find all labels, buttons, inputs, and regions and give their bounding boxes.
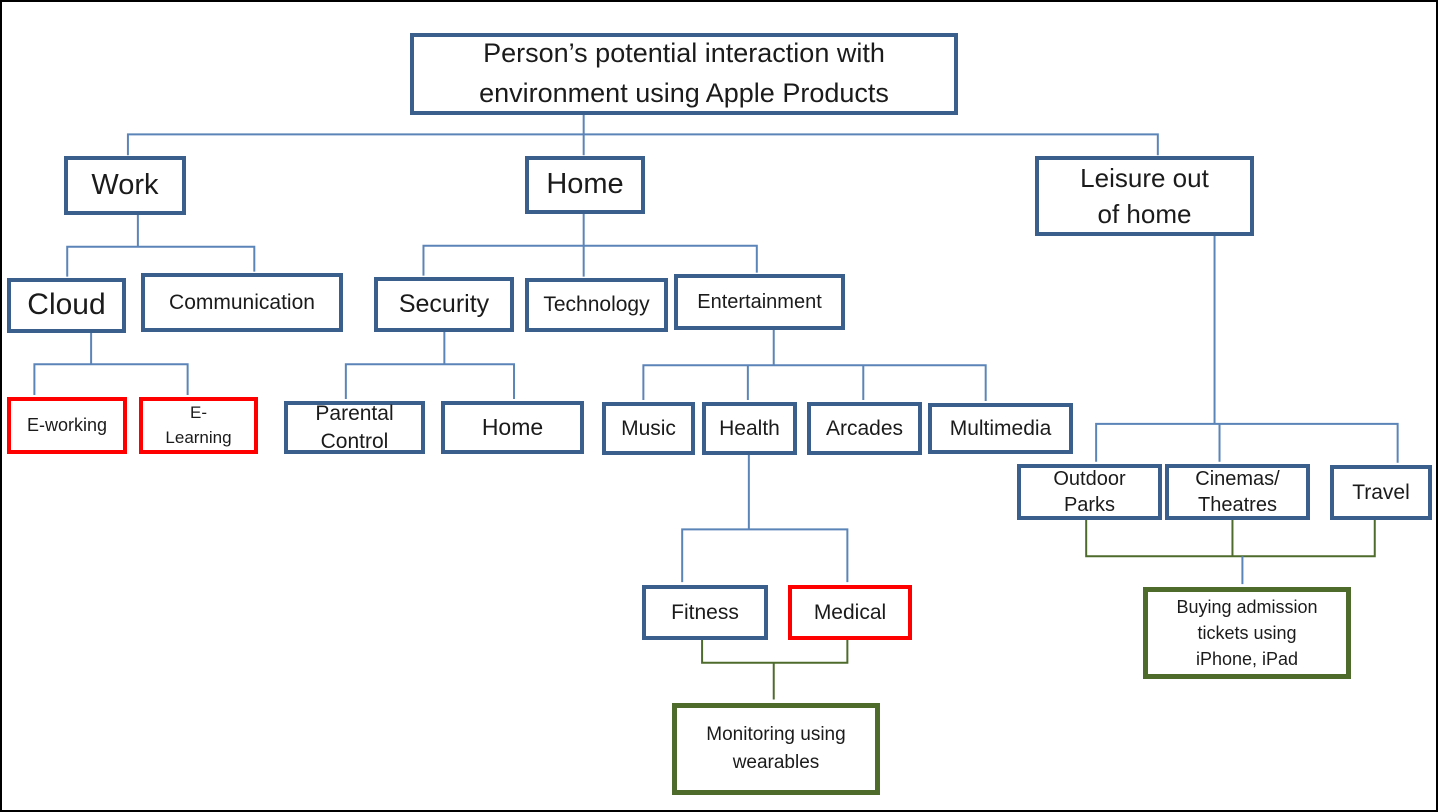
node-music: Music: [602, 402, 695, 455]
node-cinemas-theatres-label: Cinemas/ Theatres: [1195, 468, 1280, 516]
node-multimedia: Multimedia: [928, 403, 1073, 454]
node-cloud: Cloud: [7, 278, 126, 333]
node-eworking: E-working: [7, 397, 127, 454]
node-buying-tickets-label: Buying admission tickets using iPhone, i…: [1176, 596, 1318, 670]
node-outdoor-parks-label: Outdoor Parks: [1053, 468, 1126, 516]
node-home-child: Home: [441, 401, 584, 454]
node-arcades-label: Arcades: [825, 416, 904, 440]
node-outdoor-parks: Outdoor Parks: [1017, 464, 1162, 520]
node-fitness: Fitness: [642, 585, 768, 640]
connector-root-children: [126, 114, 1159, 156]
node-root: Person’s potential interaction with envi…: [410, 33, 958, 115]
connector-health-children: [681, 452, 849, 583]
node-eworking-label: E-working: [26, 414, 108, 435]
node-work: Work: [64, 156, 186, 215]
connector-to-monitoring: [701, 636, 849, 700]
connector-cloud-children: [33, 331, 189, 396]
node-parental-control-label: Parental Control: [315, 402, 394, 453]
node-root-label: Person’s potential interaction with envi…: [479, 38, 889, 108]
node-elearning: E- Learning: [139, 397, 258, 454]
node-medical: Medical: [788, 585, 912, 640]
connector-home-children: [422, 212, 758, 277]
node-monitoring: Monitoring using wearables: [672, 703, 880, 795]
node-home: Home: [525, 156, 645, 214]
node-music-label: Music: [621, 416, 676, 440]
connector-to-buying-tickets: [1085, 517, 1376, 558]
node-home-child-label: Home: [481, 414, 544, 441]
node-security: Security: [374, 277, 514, 332]
node-entertainment: Entertainment: [674, 274, 845, 330]
node-work-label: Work: [91, 168, 159, 201]
node-cinemas-theatres: Cinemas/ Theatres: [1165, 464, 1310, 520]
node-health: Health: [702, 402, 797, 455]
node-buying-tickets: Buying admission tickets using iPhone, i…: [1143, 587, 1351, 679]
node-parental-control: Parental Control: [284, 401, 425, 454]
node-entertainment-label: Entertainment: [697, 290, 822, 313]
node-home-label: Home: [546, 168, 624, 201]
node-health-label: Health: [719, 416, 780, 440]
node-leisure: Leisure out of home: [1035, 156, 1254, 236]
node-arcades: Arcades: [807, 402, 922, 455]
node-technology-label: Technology: [543, 293, 650, 317]
node-leisure-label: Leisure out of home: [1080, 162, 1209, 229]
node-cloud-label: Cloud: [27, 288, 106, 322]
node-travel-label: Travel: [1352, 480, 1410, 504]
node-monitoring-label: Monitoring using wearables: [706, 723, 846, 774]
node-travel: Travel: [1330, 465, 1432, 520]
node-communication: Communication: [141, 273, 343, 332]
node-elearning-label: E- Learning: [165, 403, 232, 447]
connector-security-children: [344, 330, 516, 400]
connector-work-children: [66, 213, 256, 277]
node-technology: Technology: [525, 278, 668, 332]
connector-entertainment-children: [642, 328, 987, 402]
node-security-label: Security: [398, 289, 490, 318]
node-multimedia-label: Multimedia: [949, 416, 1052, 440]
node-fitness-label: Fitness: [671, 600, 739, 624]
node-communication-label: Communication: [169, 290, 315, 314]
connector-leisure-children: [1095, 234, 1399, 463]
node-medical-label: Medical: [813, 600, 887, 624]
